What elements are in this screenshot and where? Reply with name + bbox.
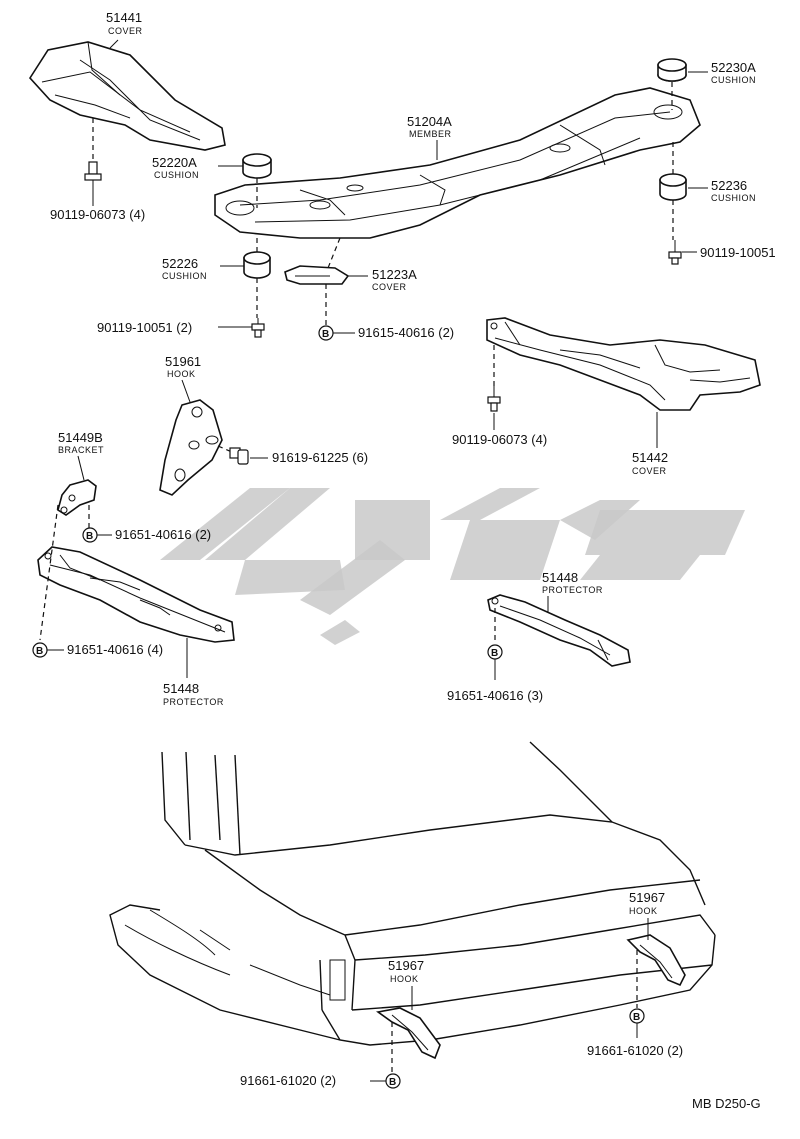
svg-text:B: B bbox=[86, 531, 93, 542]
cover-51223a-part bbox=[284, 265, 350, 285]
label-91619-61225: 91619-61225 (6) bbox=[272, 450, 368, 465]
cover-51442-part bbox=[486, 317, 761, 411]
bolt-marker-icon: B bbox=[385, 1073, 401, 1089]
svg-text:B: B bbox=[633, 1012, 640, 1023]
bolt-marker-icon: B bbox=[629, 1008, 645, 1024]
label-52230a-sub: CUSHION bbox=[711, 75, 756, 85]
label-51967-r-num: 51967 bbox=[629, 890, 665, 905]
label-51442-sub: COVER bbox=[632, 466, 667, 476]
label-51967-l-sub: HOOK bbox=[390, 974, 419, 984]
bolt-marker-icon: B bbox=[487, 644, 503, 660]
label-51442-num: 51442 bbox=[632, 450, 668, 465]
label-52236-sub: CUSHION bbox=[711, 193, 756, 203]
protector-51448-left-part bbox=[37, 546, 235, 643]
label-52230a-num: 52230A bbox=[711, 60, 756, 75]
label-90119-10051-r: 90119-10051 bbox=[700, 245, 776, 260]
label-52226-num: 52226 bbox=[162, 256, 198, 271]
label-91651-40616-2: 91651-40616 (2) bbox=[115, 527, 211, 542]
label-51449b-num: 51449B bbox=[58, 430, 103, 445]
label-90119-10051-2: 90119-10051 (2) bbox=[97, 320, 192, 335]
cover-51441-part bbox=[28, 41, 226, 151]
hook-51967-right-part bbox=[626, 934, 686, 987]
label-51441-num: 51441 bbox=[106, 10, 142, 25]
bolt-icon bbox=[251, 318, 265, 338]
bolt-marker-icon: B bbox=[32, 642, 48, 658]
svg-text:B: B bbox=[389, 1077, 396, 1088]
hook-51961-part bbox=[159, 399, 223, 496]
label-51961-num: 51961 bbox=[165, 354, 201, 369]
cushion-52236-part bbox=[659, 173, 687, 201]
bolt-icon bbox=[84, 161, 102, 198]
bolt-icon bbox=[668, 240, 682, 265]
label-91615-40616: 91615-40616 (2) bbox=[358, 325, 454, 340]
svg-text:B: B bbox=[36, 646, 43, 657]
cushion-52230a-part bbox=[657, 58, 687, 82]
label-90119-06073-b: 90119-06073 (4) bbox=[452, 432, 547, 447]
bolt-marker-icon: B bbox=[82, 527, 98, 543]
label-91661-61020-r: 91661-61020 (2) bbox=[587, 1043, 683, 1058]
label-91651-40616-4: 91651-40616 (4) bbox=[67, 642, 163, 657]
label-51448-l-sub: PROTECTOR bbox=[163, 697, 224, 707]
label-51449b-sub: BRACKET bbox=[58, 445, 104, 455]
label-51204a-num: 51204A bbox=[407, 114, 452, 129]
svg-text:B: B bbox=[322, 329, 329, 340]
bracket-51449b-part bbox=[57, 479, 97, 516]
label-90119-06073-a: 90119-06073 (4) bbox=[50, 207, 145, 222]
label-51961-sub: HOOK bbox=[167, 369, 196, 379]
bolt-marker-icon: B bbox=[318, 325, 334, 341]
label-51223a-sub: COVER bbox=[372, 282, 407, 292]
label-52220a-num: 52220A bbox=[152, 155, 197, 170]
watermark-logo bbox=[160, 488, 745, 645]
label-51448-r-num: 51448 bbox=[542, 570, 578, 585]
label-51441-sub: COVER bbox=[108, 26, 143, 36]
label-51223a-num: 51223A bbox=[372, 267, 417, 282]
cushion-52226-part bbox=[243, 251, 271, 279]
label-51967-r-sub: HOOK bbox=[629, 906, 658, 916]
label-91651-40616-3: 91651-40616 (3) bbox=[447, 688, 543, 703]
label-51967-l-num: 51967 bbox=[388, 958, 424, 973]
cushion-52220a-part bbox=[242, 153, 272, 179]
label-51204a-sub: MEMBER bbox=[409, 129, 452, 139]
label-51448-l-num: 51448 bbox=[163, 681, 199, 696]
protector-51448-right-part bbox=[487, 594, 631, 667]
car-rear-illustration bbox=[109, 741, 716, 1046]
bolt-icon bbox=[229, 447, 249, 465]
diagram-code: MB D250-G bbox=[692, 1096, 761, 1111]
bolt-icon bbox=[487, 385, 501, 412]
label-52236-num: 52236 bbox=[711, 178, 747, 193]
label-51448-r-sub: PROTECTOR bbox=[542, 585, 603, 595]
svg-text:B: B bbox=[491, 648, 498, 659]
label-52220a-sub: CUSHION bbox=[154, 170, 199, 180]
member-51204a-part bbox=[214, 87, 701, 239]
label-91661-61020-l: 91661-61020 (2) bbox=[240, 1073, 336, 1088]
hook-51967-left-part bbox=[375, 1007, 441, 1060]
label-52226-sub: CUSHION bbox=[162, 271, 207, 281]
